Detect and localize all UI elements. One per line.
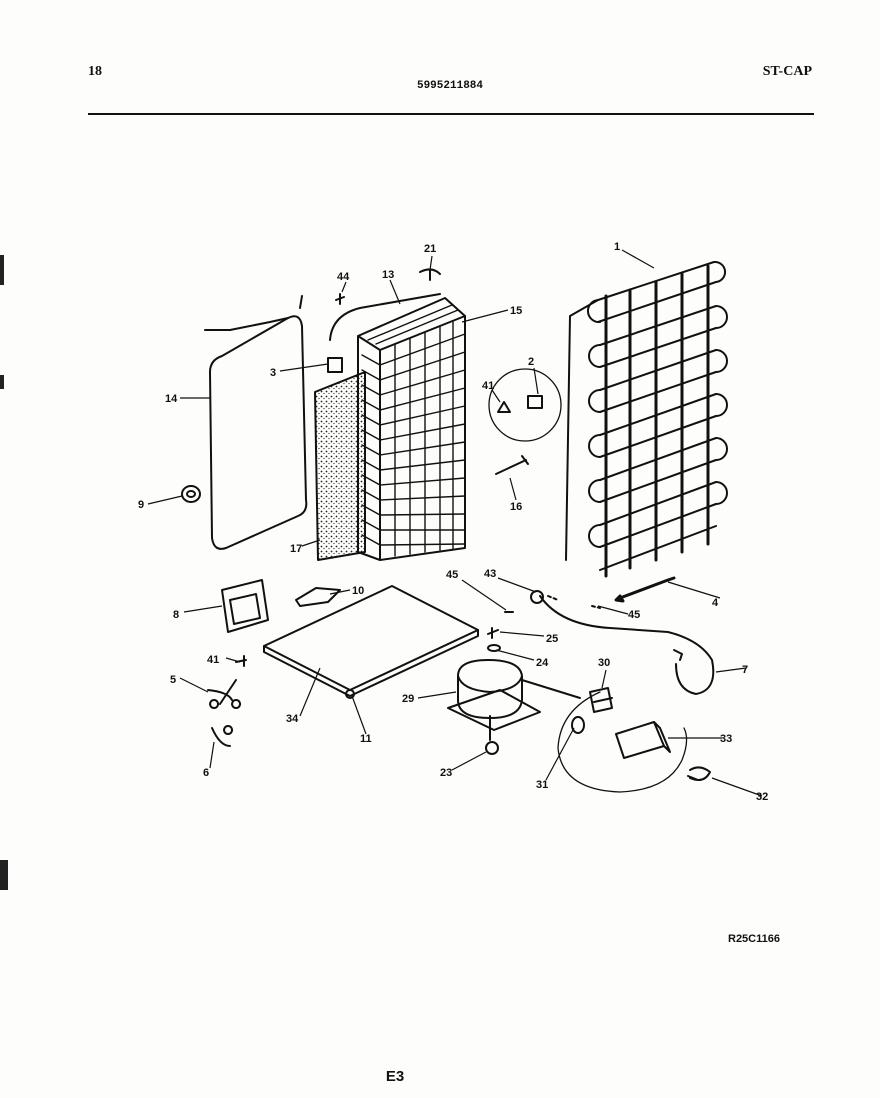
callout-15: 15	[510, 305, 522, 317]
callout-14: 14	[165, 393, 178, 405]
evaporator-grid	[357, 297, 466, 561]
bracket-part	[221, 579, 269, 633]
callout-6: 6	[203, 767, 209, 779]
callout-10: 10	[352, 585, 364, 597]
callout-3: 3	[270, 367, 276, 379]
callout-41-top: 41	[482, 380, 494, 392]
drawing-reference: R25C1166	[728, 933, 780, 945]
washer-part	[487, 644, 501, 652]
callout-30: 30	[598, 657, 610, 669]
callout-17: 17	[290, 543, 302, 555]
screw-part	[495, 455, 529, 475]
callout-2: 2	[528, 356, 534, 368]
grommet-part	[345, 689, 355, 699]
callout-9: 9	[138, 499, 144, 511]
scan-edge-mark	[0, 255, 4, 285]
scan-edge-mark	[0, 375, 4, 389]
model-code: ST-CAP	[762, 64, 812, 79]
scan-edge-mark	[0, 860, 8, 890]
tube-part	[329, 293, 441, 341]
compressor-part	[447, 659, 581, 741]
wire-part	[211, 725, 234, 747]
callout-23: 23	[440, 767, 452, 779]
callout-1: 1	[614, 241, 620, 253]
section-code: E3	[385, 1068, 405, 1085]
callout-45-right: 45	[628, 609, 640, 621]
callout-29: 29	[402, 693, 414, 705]
tubing-fitting	[673, 649, 683, 661]
bracket-part	[295, 587, 341, 607]
condenser-coil	[565, 260, 728, 578]
clip-part	[327, 357, 343, 373]
page-number: 18	[88, 64, 102, 79]
callout-34: 34	[286, 713, 299, 725]
callout-41-bottom: 41	[207, 654, 219, 666]
detail-circle	[557, 687, 711, 793]
leader-lines	[147, 249, 763, 797]
callout-44: 44	[337, 271, 350, 283]
callout-31: 31	[536, 779, 548, 791]
door-heater-loop	[204, 295, 308, 550]
callout-32: 32	[756, 791, 768, 803]
header-rule	[88, 113, 814, 115]
base-pan	[263, 585, 479, 697]
fitting-part	[530, 590, 544, 604]
callout-24: 24	[536, 657, 549, 669]
grommet-part	[485, 741, 499, 755]
callout-13: 13	[382, 269, 394, 281]
screw-part	[419, 268, 441, 281]
callout-33: 33	[720, 733, 732, 745]
callout-labels: 1 2 3 4 5 6 7 8 9 10 11 13 14 15 16 17 2…	[138, 241, 768, 803]
part-number: 5995211884	[416, 80, 483, 92]
drier-part	[614, 576, 676, 603]
callout-43: 43	[484, 568, 496, 580]
callout-25: 25	[546, 633, 558, 645]
callout-11: 11	[360, 733, 372, 745]
callout-45-left: 45	[446, 569, 458, 581]
callout-4: 4	[712, 597, 719, 609]
screw-part	[487, 627, 499, 639]
wire-part	[207, 679, 242, 709]
callout-7: 7	[742, 664, 748, 676]
grommet-part	[181, 485, 201, 503]
screw-part	[335, 293, 345, 305]
tubing-part	[539, 595, 715, 695]
insulation-pad	[314, 371, 366, 561]
screw-part	[547, 595, 601, 609]
callout-5: 5	[170, 674, 176, 686]
callout-8: 8	[173, 609, 179, 621]
callout-21: 21	[424, 243, 436, 255]
detail-circle	[488, 368, 562, 442]
callout-16: 16	[510, 501, 522, 513]
